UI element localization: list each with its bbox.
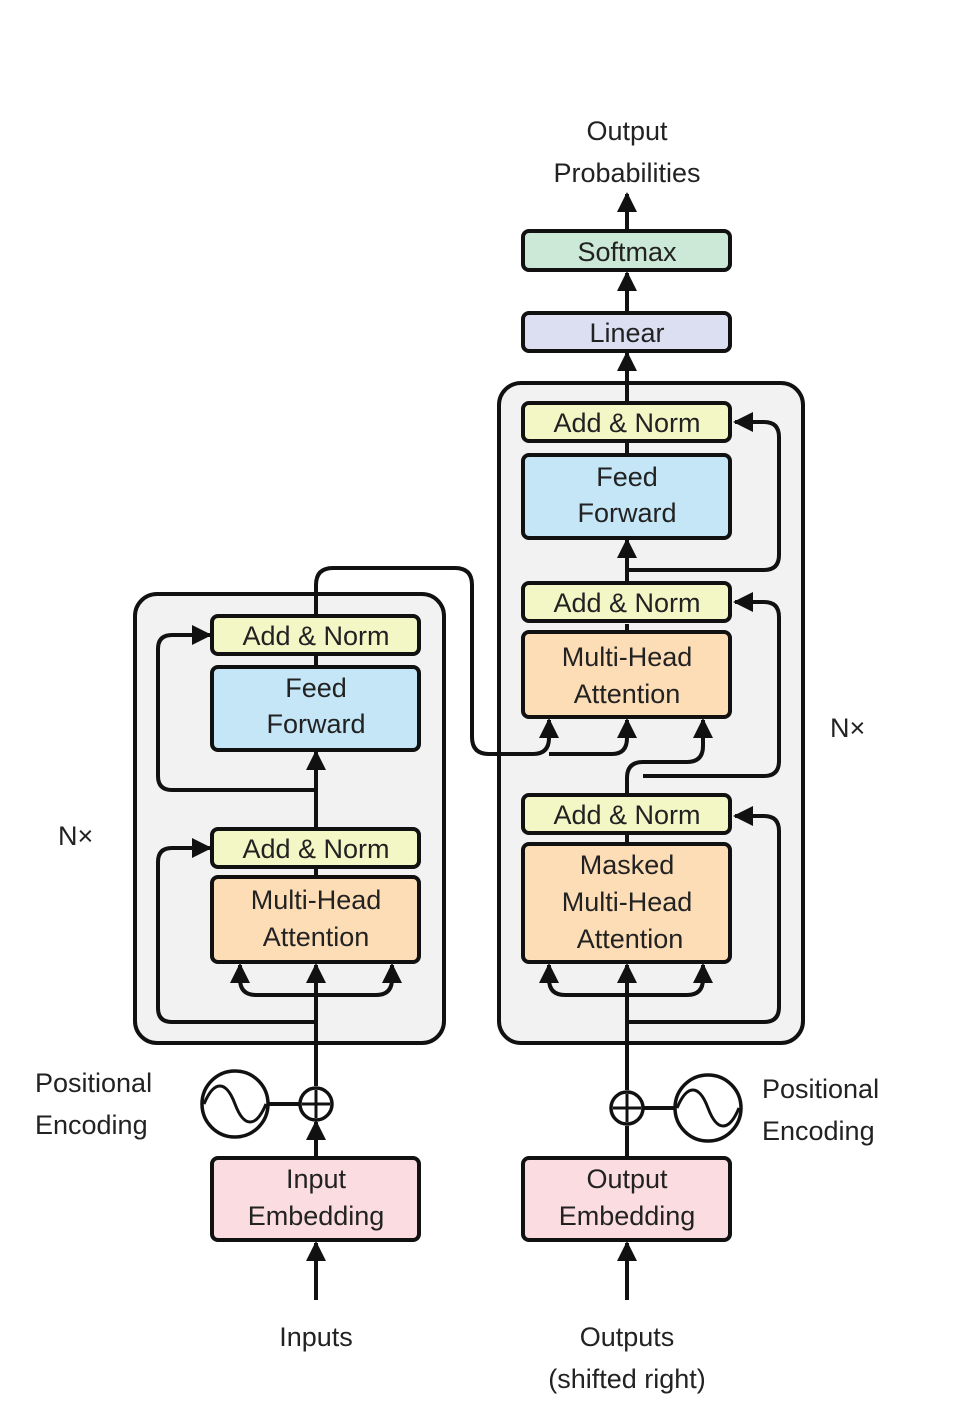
enc-residual-1 [156,838,316,1024]
inputs-label: Inputs [279,1322,353,1352]
pos-enc-left-label-1: Positional [35,1068,152,1098]
pos-enc-right-label-1: Positional [762,1074,879,1104]
enc-residual-2 [156,625,316,792]
connectors [156,192,781,1300]
input-embedding-label-1: Input [286,1164,347,1194]
enc-addnorm-1 [210,827,421,869]
dec-cross-attention-label-1: Multi-Head [562,642,693,672]
enc-attention [210,875,421,964]
pos-enc-left-label-2: Encoding [35,1110,148,1140]
enc-to-dec-connection [314,566,559,756]
encoder-stack [133,592,446,1045]
enc-feed-forward-label-2: Forward [266,709,365,739]
dec-masked-attention [521,842,732,964]
nx-left-label: N× [58,821,93,851]
output-probabilities-label-2: Probabilities [553,158,700,188]
enc-plus-circle-icon [298,1086,334,1122]
dec-cross-attention [521,630,732,719]
input-embedding-block [210,1156,421,1242]
dec-masked-attention-label-1: Masked [580,850,675,880]
dec-attn-fan-left [539,963,627,997]
outputs-label-2: (shifted right) [548,1364,706,1394]
dec-feed-forward-label-2: Forward [577,498,676,528]
dec-addnorm-1-label: Add & Norm [553,800,700,830]
dec-sine-wave-icon [673,1073,743,1143]
dec-residual-2 [643,592,781,778]
enc-attn-fan-left [230,963,316,997]
enc-sine-wave-icon [200,1069,270,1139]
enc-attention-label-2: Attention [263,922,370,952]
dec-masked-attention-label-3: Attention [577,924,684,954]
enc-attn-fan-right [316,963,402,997]
enc-to-dec-key [549,718,637,756]
input-embedding-label-2: Embedding [248,1201,385,1231]
dec-feed-forward [521,453,732,540]
dec-plus-circle-icon [609,1090,645,1126]
output-embedding-block [521,1156,732,1242]
enc-addnorm-2-label: Add & Norm [242,621,389,651]
enc-addnorm-2 [210,614,421,656]
enc-addnorm-1-label: Add & Norm [242,834,389,864]
enc-attention-label-1: Multi-Head [251,885,382,915]
dec-masked-attention-label-2: Multi-Head [562,887,693,917]
dec-addnorm-2-label: Add & Norm [553,588,700,618]
softmax-label: Softmax [577,237,677,267]
enc-feed-forward-label-1: Feed [285,673,347,703]
dec-addnorm-2 [521,581,732,623]
pos-enc-right-label-2: Encoding [762,1116,875,1146]
enc-feed-forward [210,665,421,752]
outputs-label-1: Outputs [580,1322,675,1352]
dec-addnorm-3 [521,401,732,443]
nx-right-label: N× [830,713,865,743]
dec-addnorm-3-label: Add & Norm [553,408,700,438]
linear-label: Linear [589,318,664,348]
dec-addnorm1-to-cross [625,718,713,794]
dec-residual-3 [627,412,781,572]
output-probabilities-label-1: Output [586,116,668,146]
dec-residual-1 [627,806,781,1024]
dec-cross-attention-label-2: Attention [574,679,681,709]
softmax-block [521,229,732,272]
dec-attn-fan-right [627,963,713,997]
dec-feed-forward-label-1: Feed [596,462,658,492]
output-embedding-label-1: Output [586,1164,668,1194]
linear-block [521,311,732,353]
output-embedding-label-2: Embedding [559,1201,696,1231]
dec-addnorm-1 [521,793,732,835]
